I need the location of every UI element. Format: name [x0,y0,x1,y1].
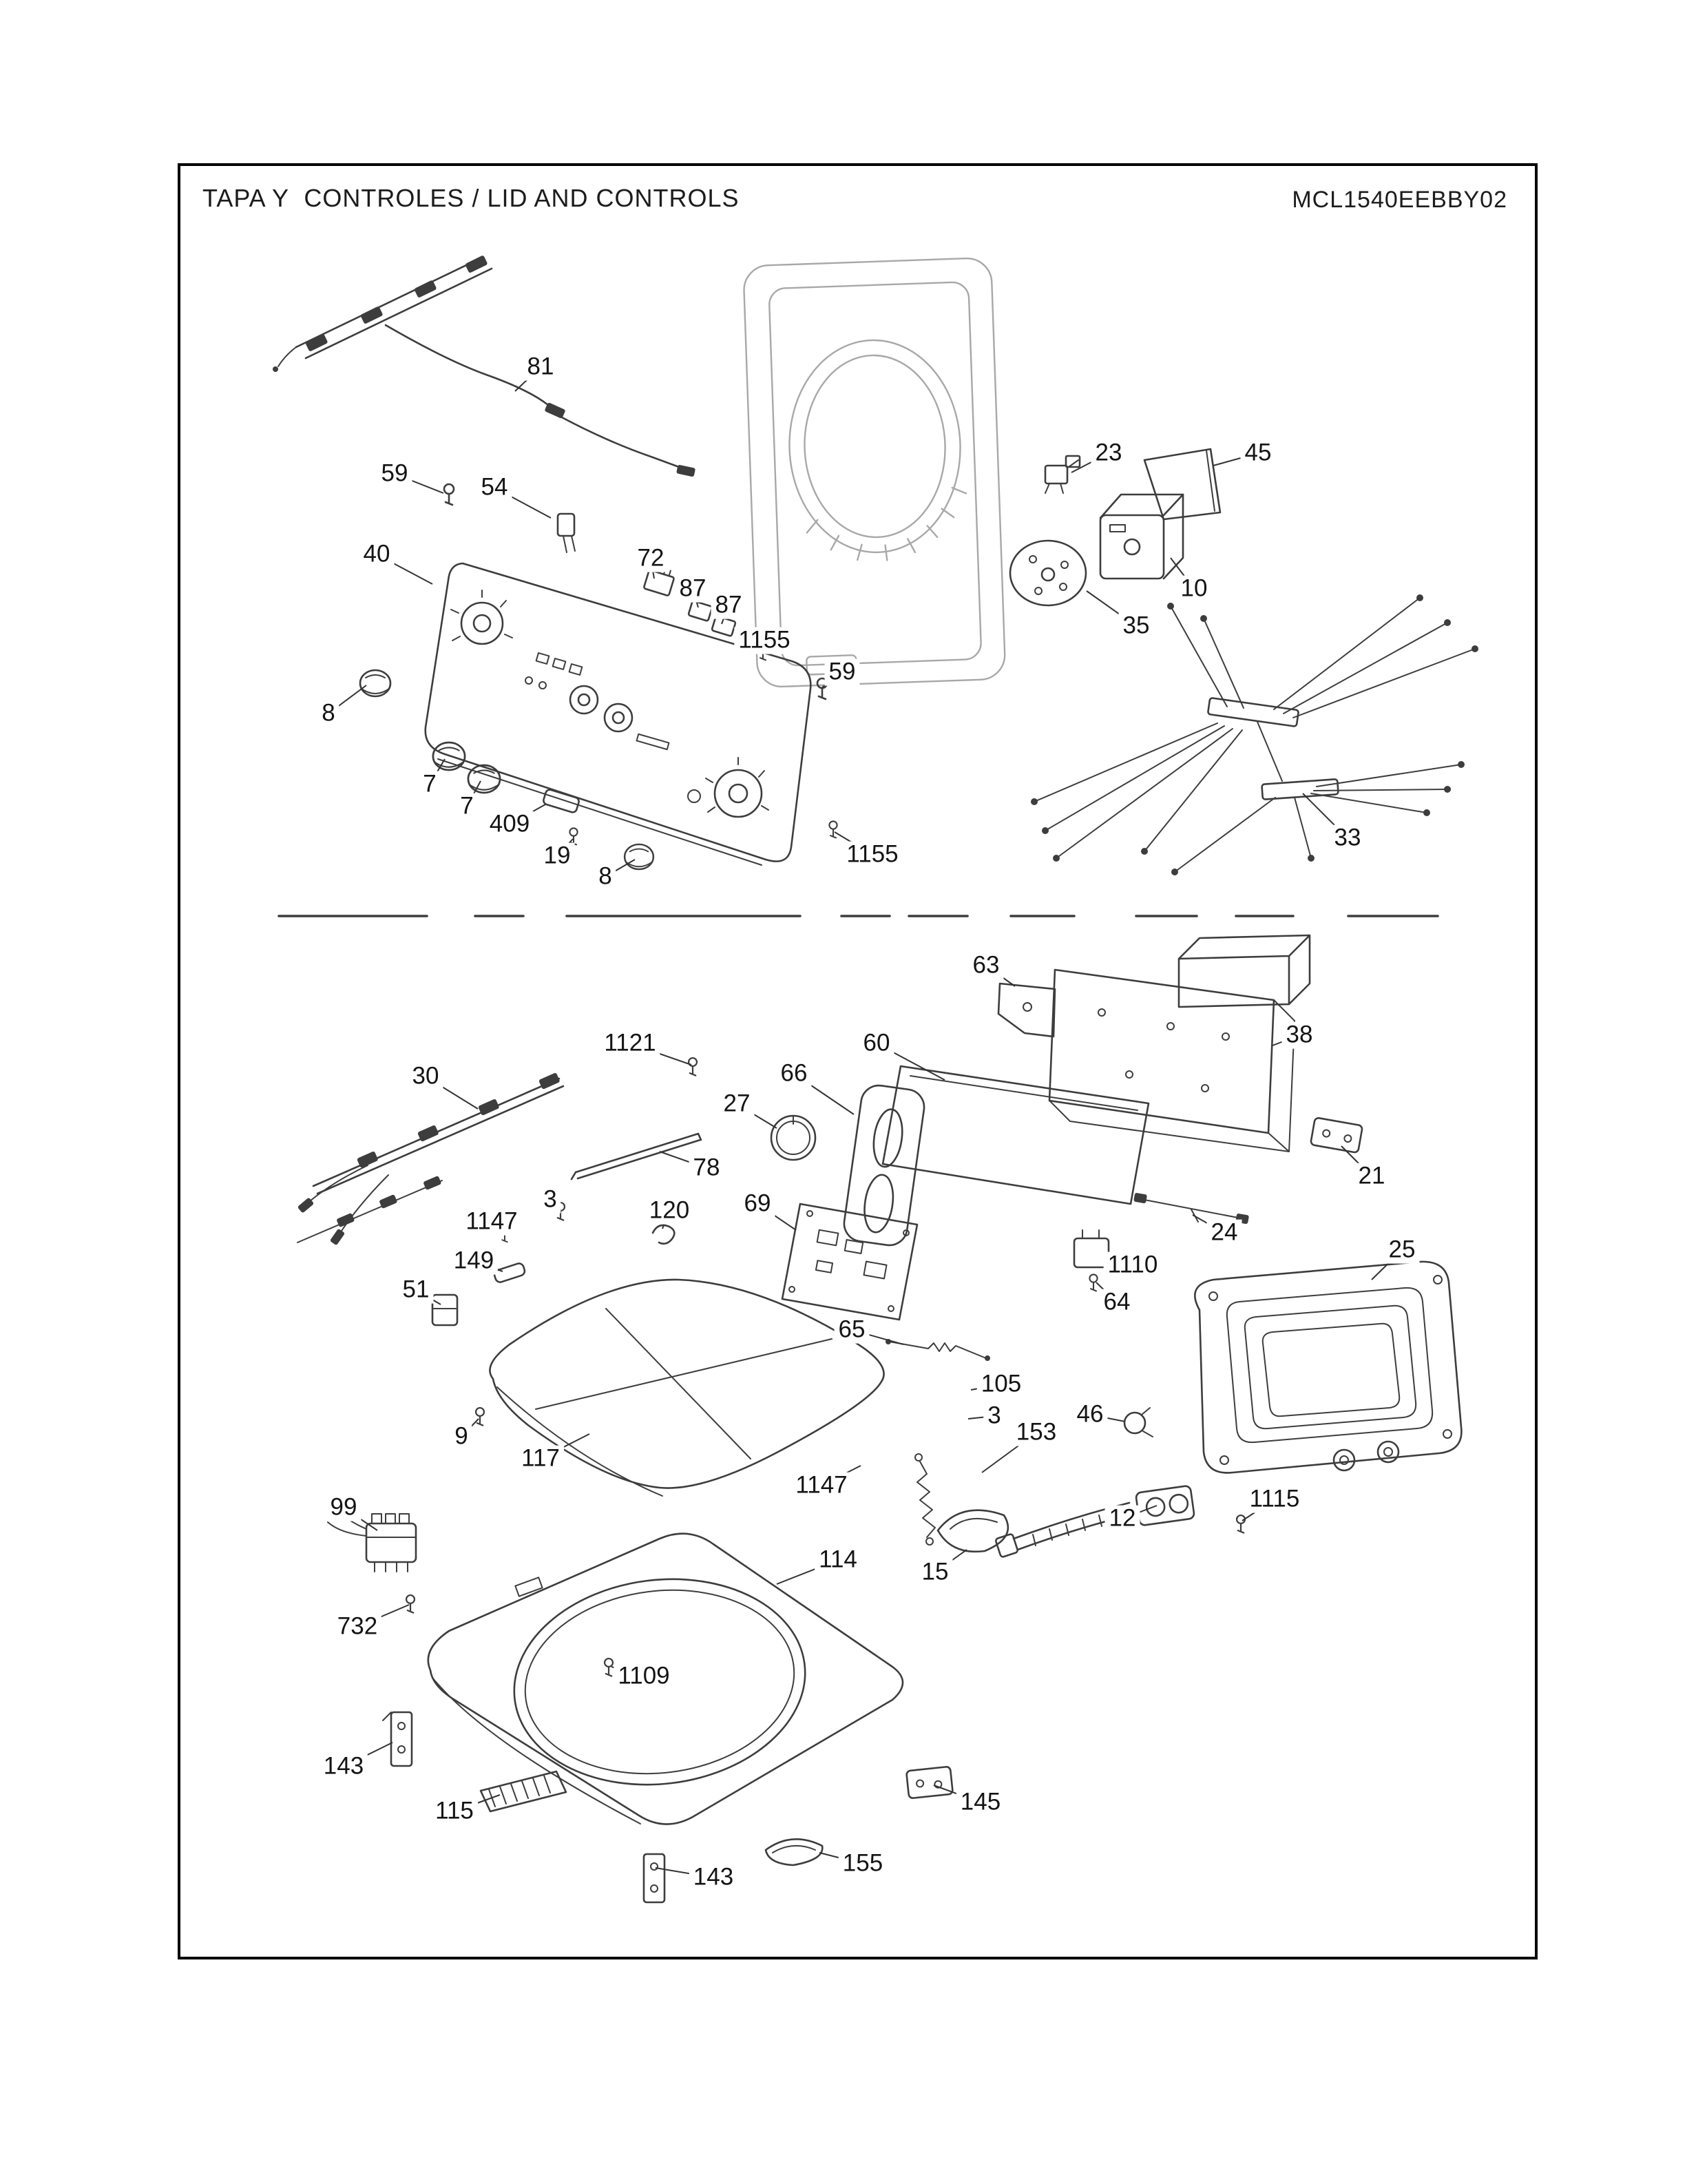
wire-harness-top [273,256,695,477]
bracket-21 [1310,1117,1363,1154]
bracket-145 [905,1766,954,1799]
rod-78 [570,1132,702,1181]
part-149 [493,1262,526,1283]
cap-155 [764,1838,824,1866]
handle-insert-409 [543,789,580,813]
console-bracket-66 [843,1084,925,1247]
bracket-45 [1143,448,1222,521]
wire-24 [1133,1193,1249,1224]
hose-assembly-12 [995,1485,1195,1558]
switch-23 [1044,455,1081,494]
top-panel-114 [427,1532,904,1825]
control-knobs [359,669,655,871]
clip-87b [711,615,737,637]
mounting-plate-35 [1009,539,1087,607]
cabinet-ghost-outline [743,257,1006,688]
connector-72 [643,565,675,596]
clip-87a [687,600,713,622]
bracket-143b [642,1853,666,1904]
switch-1110 [1073,1229,1110,1269]
part-51 [431,1293,459,1327]
wire-harness-right [1031,594,1478,875]
washer-lid-117 [489,1278,885,1497]
heater-assembly-25 [1194,1260,1463,1474]
control-panel [424,483,838,866]
timer-10 [1099,493,1184,580]
bracket-63 [997,982,1056,1038]
linkage-65 [886,1339,990,1361]
knob-27 [770,1114,817,1161]
clip-120 [651,1224,676,1245]
control-housing-38 [1048,934,1311,1152]
pcb-69 [781,1203,919,1321]
clamp-46 [1123,1407,1153,1437]
model-number: MCL1540EEBBY02 [1292,187,1507,213]
switch-54 [556,512,576,553]
diagram-title: TAPA Y CONTROLES / LID AND CONTROLS [202,184,740,212]
spring-153 [914,1453,936,1546]
grille-115 [479,1770,567,1813]
leader-lines [328,366,1403,1878]
wire-harness-lower-left [297,1072,565,1245]
panel-60 [881,1065,1150,1205]
cover-15 [936,1509,1009,1553]
lid-switch-99 [327,1506,417,1572]
bracket-143a [382,1711,413,1767]
